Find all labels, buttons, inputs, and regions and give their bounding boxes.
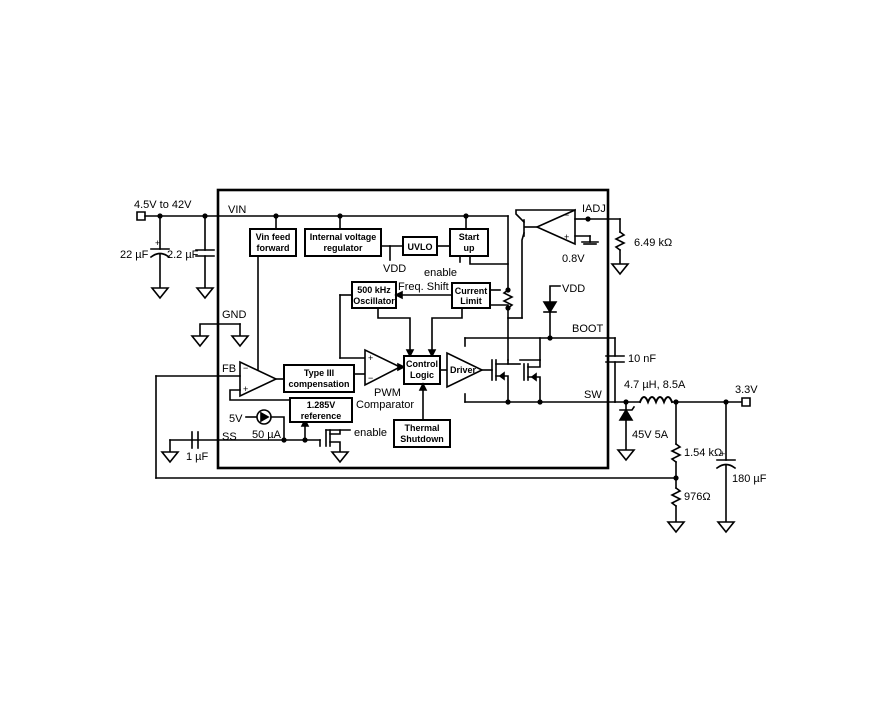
svg-text:Vin feed: Vin feed [256,232,291,242]
svg-text:−: − [368,373,373,383]
power-mosfets: SW [464,337,616,405]
svg-text:Driver: Driver [450,365,477,375]
iadj-pin-label: IADJ [582,203,606,215]
iadj-amplifier: − + IADJ 0.8V 6.49 kΩ [515,203,672,319]
startup-block: Start up enable [424,228,509,279]
ref-08v-label: 0.8V [562,253,585,265]
ground-symbol [150,287,170,300]
control-logic-block: Control Logic [403,355,448,421]
driver-block: Driver [446,337,493,403]
ground-symbol [610,263,630,276]
ground-symbol [230,335,250,348]
gnd-pin-section: GND [190,309,250,348]
svg-text:+: + [243,384,248,394]
fb-pin-label: FB [222,363,236,375]
ground-symbol [195,287,215,300]
svg-text:+: + [564,232,569,242]
svg-text:forward: forward [256,243,289,253]
svg-text:compensation: compensation [288,379,349,389]
inductor [638,396,674,405]
svg-text:regulator: regulator [323,243,363,253]
svg-text:reference: reference [301,411,342,421]
svg-text:500 kHz: 500 kHz [357,285,391,295]
reference-block: 1.285V reference [289,397,353,423]
oscillator-block: 500 kHz Oscillator [339,281,455,359]
output-voltage-label: 3.3V [735,384,758,396]
svg-text:Current: Current [455,286,488,296]
ground-symbol [330,451,350,464]
current-source-label: 50 µA [252,429,282,441]
svg-text:Limit: Limit [460,296,482,306]
sw-pin-label: SW [584,389,602,401]
vdd-label: VDD [383,263,406,275]
type3-compensation-block: Type III compensation [283,364,366,393]
svg-text:−: − [243,363,248,373]
cin-bulk-label: 22 µF [120,249,149,261]
current-limit-block: Current Limit [427,282,509,358]
error-amplifier: − + FB [155,360,677,479]
svg-text:Internal voltage: Internal voltage [310,232,377,242]
ground-symbol [616,449,636,462]
input-section: 4.5V to 42V + 22 µF 2.2 µF [120,199,219,300]
thermal-shutdown-block: Thermal Shutdown [393,419,451,448]
vin-range-label: 4.5V to 42V [134,199,192,211]
svg-text:Start: Start [459,232,480,242]
comparator-label: Comparator [356,399,414,411]
svg-text:Control: Control [406,359,438,369]
c-ss-label: 1 µF [186,451,209,463]
ground-symbol [666,521,686,534]
ground-symbol [716,521,736,534]
r-top-label: 1.54 kΩ [684,447,722,459]
diode-label: 45V 5A [632,429,669,441]
five-v-label: 5V [229,413,243,425]
internal-regulator-block: Internal voltage regulator VDD [304,228,406,275]
boot-section: VDD BOOT 10 nF [464,283,656,403]
vin-rail: VIN [217,204,509,291]
ground-symbol [160,451,180,464]
c-boot-label: 10 nF [628,353,656,365]
soft-start-section: 5V 50 µA SS 1 µF [160,409,321,464]
freq-shift-label: Freq. Shift [398,281,449,293]
pwm-comparator: + − PWM Comparator [356,348,414,411]
svg-text:Shutdown: Shutdown [400,434,444,444]
svg-text:Logic: Logic [410,370,434,380]
output-stage: 4.7 µH, 8.5A 3.3V 45V 5A 1.54 kΩ 976Ω + … [614,379,767,534]
ground-symbol [190,335,210,348]
r-iadj-label: 6.49 kΩ [634,237,672,249]
r-bottom-label: 976Ω [684,491,711,503]
inductor-label: 4.7 µH, 8.5A [624,379,686,391]
svg-text:+: + [155,238,160,248]
vin-terminal [136,211,146,221]
vdd-boot-label: VDD [562,283,585,295]
svg-text:up: up [464,243,475,253]
svg-text:+: + [720,449,725,459]
enable-switch: enable [319,427,387,464]
cin-ceramic-label: 2.2 µF [167,249,199,261]
svg-text:UVLO: UVLO [407,242,432,252]
svg-text:+: + [368,353,373,363]
svg-text:Type III: Type III [304,368,334,378]
vin-feed-forward-block: Vin feed forward [249,228,297,373]
output-terminal [741,397,751,407]
sense-resistor [502,287,523,361]
boot-pin-label: BOOT [572,323,603,335]
vin-pin-label: VIN [228,204,246,216]
uvlo-block: UVLO [402,236,451,256]
c-out-label: 180 µF [732,473,767,485]
ss-pin-label: SS [222,431,237,443]
pwm-label: PWM [374,387,401,399]
svg-text:1.285V: 1.285V [307,400,336,410]
enable-top-label: enable [424,267,457,279]
svg-text:Oscillator: Oscillator [353,296,395,306]
enable-bottom-label: enable [354,427,387,439]
svg-text:Thermal: Thermal [404,423,439,433]
svg-text:−: − [564,210,569,220]
gnd-pin-label: GND [222,309,247,321]
